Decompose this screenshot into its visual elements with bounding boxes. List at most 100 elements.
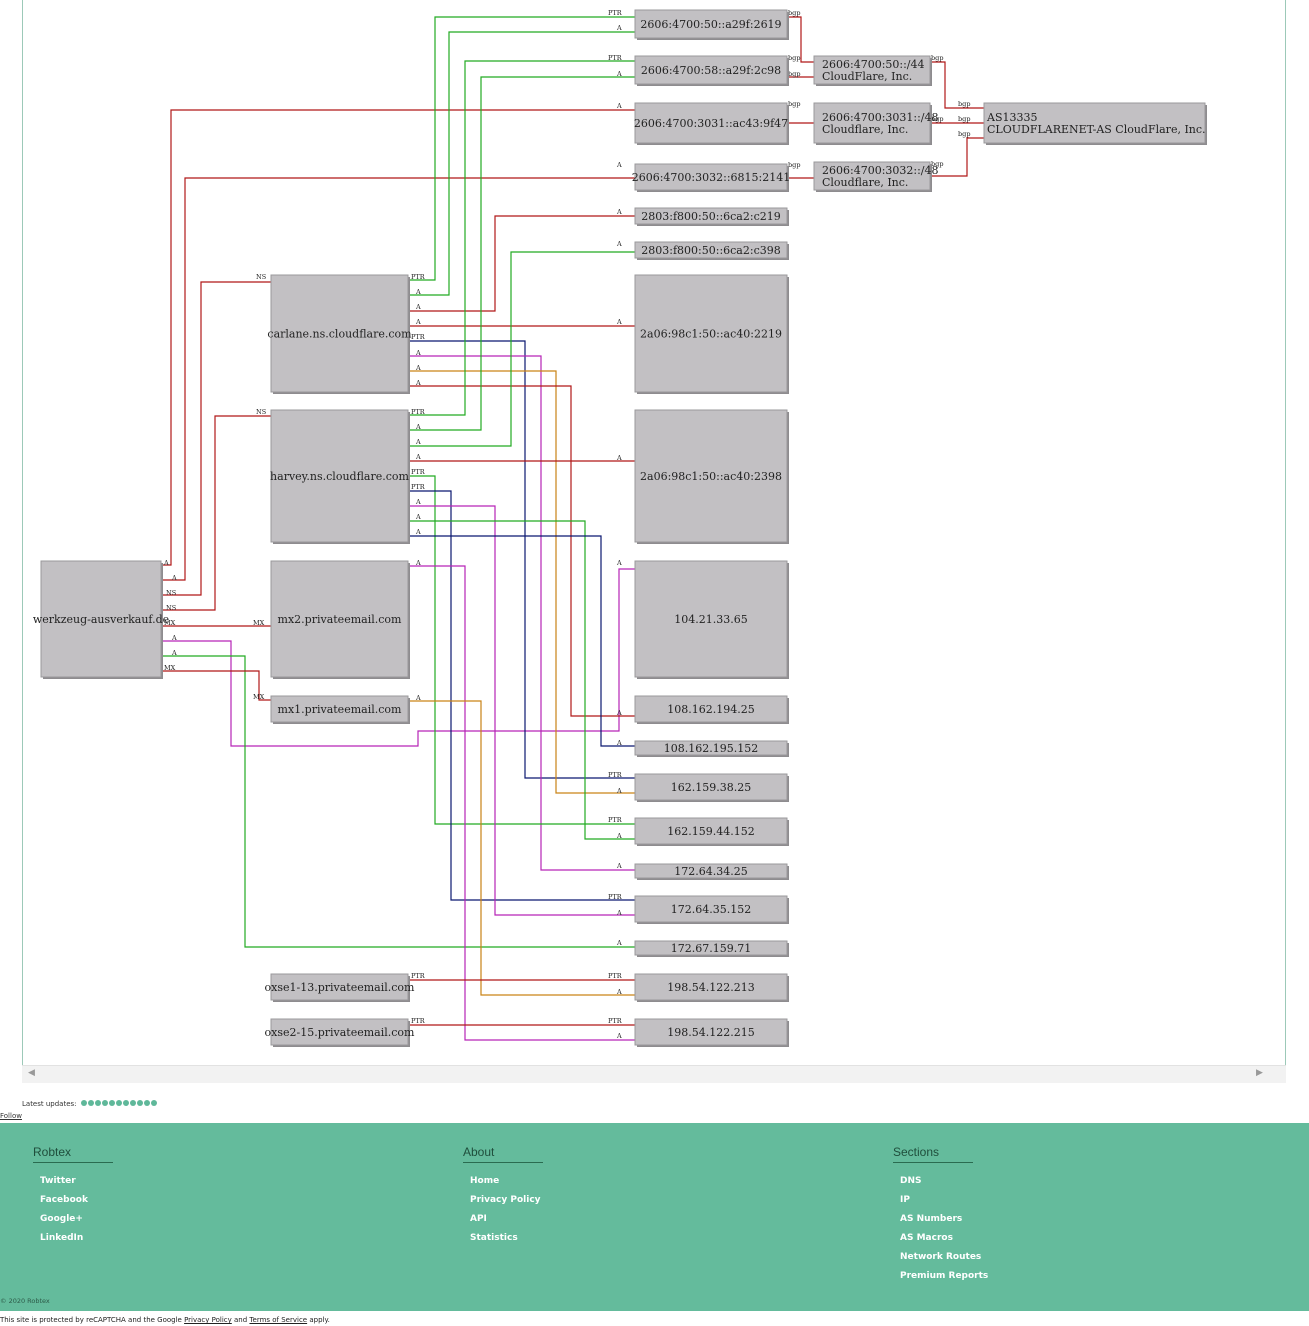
node-carlane[interactable]: carlane.ns.cloudflare.com — [267, 274, 412, 394]
edge-bgp-net3032 — [930, 137, 984, 177]
edge-carlane-a-2619 — [408, 31, 635, 296]
node-label: 172.64.35.152 — [671, 903, 751, 916]
update-dot[interactable] — [150, 1100, 157, 1106]
update-dot[interactable] — [122, 1100, 129, 1106]
edge-label-ptr: PTR — [608, 972, 623, 980]
node-ipv6-a29f2619[interactable]: 2606:4700:50::a29f:2619 — [634, 9, 789, 40]
latest-updates: Latest updates: — [22, 1100, 158, 1108]
edge-label-ns: NS — [256, 408, 266, 416]
node-ipv6-ac439f47[interactable]: 2606:4700:3031::ac43:9f47 — [634, 102, 789, 145]
follow-link[interactable]: Follow — [0, 1112, 22, 1120]
footer-link-twitter[interactable]: Twitter — [40, 1176, 76, 1186]
footer-link-ip[interactable]: IP — [900, 1195, 910, 1205]
footer-link-home[interactable]: Home — [470, 1176, 500, 1186]
edge-label-a: A — [616, 454, 622, 462]
footer-link-dns[interactable]: DNS — [900, 1176, 922, 1186]
edge-label-a: A — [415, 318, 421, 326]
node-box — [634, 940, 788, 956]
node-ipv6-68152141[interactable]: 2606:4700:3032::6815:2141 — [632, 163, 791, 192]
node-box — [634, 695, 788, 723]
footer-link-linkedin[interactable]: LinkedIn — [40, 1233, 84, 1243]
update-dot[interactable] — [129, 1100, 136, 1106]
edge-harvey-a-c398 — [408, 251, 635, 447]
node-oxse1[interactable]: oxse1-13.privateemail.com — [265, 973, 416, 1002]
privacy-policy-link[interactable]: Privacy Policy — [184, 1316, 232, 1324]
horizontal-scrollbar[interactable]: ◀ ▶ — [22, 1065, 1286, 1083]
node-ip-108-25[interactable]: 108.162.194.25 — [634, 695, 789, 724]
footer-link-network-routes[interactable]: Network Routes — [900, 1252, 982, 1262]
update-dot[interactable] — [108, 1100, 115, 1106]
update-dot[interactable] — [94, 1100, 101, 1106]
node-ipv6-6ca2c219[interactable]: 2803:f800:50::6ca2:c219 — [634, 207, 789, 226]
node-harvey[interactable]: harvey.ns.cloudflare.com — [270, 409, 410, 544]
node-mx2[interactable]: mx2.privateemail.com — [270, 560, 410, 679]
edge-label-ns: NS — [166, 589, 176, 597]
footer-link-privacy[interactable]: Privacy Policy — [470, 1195, 541, 1205]
footer: Robtex Twitter Facebook Google+ LinkedIn… — [0, 1123, 1309, 1311]
scroll-right-icon[interactable]: ▶ — [1256, 1068, 1263, 1078]
node-ip-172-152[interactable]: 172.64.35.152 — [634, 895, 789, 924]
footer-heading: About — [463, 1145, 543, 1163]
scroll-left-icon[interactable]: ◀ — [28, 1068, 35, 1078]
node-label: harvey.ns.cloudflare.com — [270, 470, 409, 483]
edge-label-bgp: bgp — [788, 100, 800, 108]
node-ipv6-a29f2c98[interactable]: 2606:4700:58::a29f:2c98 — [634, 55, 789, 86]
edge-label-a: A — [415, 303, 421, 311]
footer-heading: Robtex — [33, 1145, 113, 1163]
footer-link-googleplus[interactable]: Google+ — [40, 1214, 83, 1224]
update-dot[interactable] — [101, 1100, 108, 1106]
node-ip-104[interactable]: 104.21.33.65 — [634, 560, 789, 679]
node-ipv6-ac402398[interactable]: 2a06:98c1:50::ac40:2398 — [634, 409, 789, 544]
footer-link-facebook[interactable]: Facebook — [40, 1195, 88, 1205]
node-box — [270, 1018, 409, 1046]
node-ip-198-215[interactable]: 198.54.122.215 — [634, 1018, 789, 1047]
edge-carlane-a-162-25 — [408, 370, 635, 794]
node-mx1[interactable]: mx1.privateemail.com — [270, 695, 410, 724]
edge-label-ptr: PTR — [608, 1017, 623, 1025]
edge-domain-mx-mx1 — [161, 670, 271, 701]
node-box — [634, 973, 788, 1001]
copyright: © 2020 Robtex — [0, 1297, 50, 1305]
edge-label-a: A — [415, 288, 421, 296]
node-ipv6-ac402219[interactable]: 2a06:98c1:50::ac40:2219 — [634, 274, 789, 394]
node-ip-108-152[interactable]: 108.162.195.152 — [634, 740, 789, 757]
edge-label-a: A — [616, 240, 622, 248]
edge-label-ptr: PTR — [411, 468, 426, 476]
node-ip-172-25[interactable]: 172.64.34.25 — [634, 863, 789, 880]
update-dot[interactable] — [115, 1100, 122, 1106]
edge-label-ptr: PTR — [608, 9, 623, 17]
edge-label-bgp: bgp — [931, 160, 943, 168]
node-sublabel: Cloudflare, Inc. — [822, 176, 908, 189]
node-domain[interactable]: werkzeug-ausverkauf.de — [33, 560, 169, 679]
footer-link-as-macros[interactable]: AS Macros — [900, 1233, 953, 1243]
footer-link-premium-reports[interactable]: Premium Reports — [900, 1271, 989, 1281]
terms-link[interactable]: Terms of Service — [249, 1316, 308, 1324]
edge-label-a: A — [616, 787, 622, 795]
node-label: 162.159.38.25 — [671, 781, 751, 794]
node-ipv6-6ca2c398[interactable]: 2803:f800:50::6ca2:c398 — [634, 241, 789, 260]
update-dot[interactable] — [87, 1100, 94, 1106]
edge-domain-ns-harvey — [161, 415, 271, 611]
node-ip-172-71[interactable]: 172.67.159.71 — [634, 940, 789, 957]
node-ip-198-213[interactable]: 198.54.122.213 — [634, 973, 789, 1002]
node-label: 108.162.194.25 — [667, 703, 754, 716]
node-box — [813, 55, 931, 85]
footer-link-as-numbers[interactable]: AS Numbers — [900, 1214, 963, 1224]
edge-label-a: A — [415, 453, 421, 461]
update-dot[interactable] — [136, 1100, 143, 1106]
update-dot[interactable] — [80, 1100, 87, 1106]
node-ip-162-152[interactable]: 162.159.44.152 — [634, 817, 789, 846]
footer-link-api[interactable]: API — [470, 1214, 487, 1224]
node-ip-162-25[interactable]: 162.159.38.25 — [634, 773, 789, 802]
edge-bgp-net50 — [930, 61, 984, 109]
edge-label-a: A — [616, 70, 622, 78]
node-box — [40, 560, 162, 678]
footer-link-statistics[interactable]: Statistics — [470, 1233, 518, 1243]
update-dot[interactable] — [143, 1100, 150, 1106]
node-oxse2[interactable]: oxse2-15.privateemail.com — [265, 1018, 416, 1047]
